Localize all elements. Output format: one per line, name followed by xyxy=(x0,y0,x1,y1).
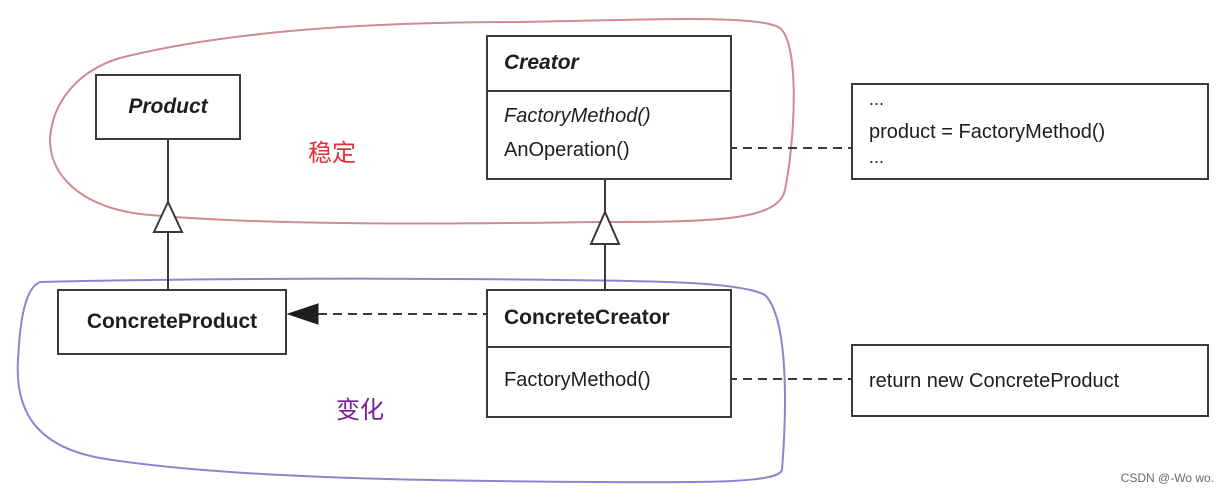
creator-op-anoperation: AnOperation() xyxy=(504,139,630,161)
creator-class-divider xyxy=(488,90,730,92)
product-class-name: Product xyxy=(128,95,208,118)
creator-class-name: Creator xyxy=(504,51,579,74)
concrete-product-class[interactable]: ConcreteProduct xyxy=(57,289,287,355)
concrete-creator-class[interactable]: ConcreteCreator FactoryMethod() xyxy=(486,289,732,418)
creator-op-factorymethod: FactoryMethod() xyxy=(504,105,651,127)
concrete-creator-note[interactable]: return new ConcreteProduct xyxy=(851,344,1209,417)
creator-class[interactable]: Creator FactoryMethod() AnOperation() xyxy=(486,35,732,180)
stable-zone-outline xyxy=(48,18,795,225)
concrete-product-class-name: ConcreteProduct xyxy=(86,310,258,333)
concrete-creator-op-factorymethod: FactoryMethod() xyxy=(504,369,651,391)
watermark: CSDN @-Wo wo. xyxy=(1120,471,1214,485)
concrete-creator-note-line-1: return new ConcreteProduct xyxy=(869,370,1120,392)
concrete-creator-class-divider xyxy=(488,346,730,348)
stable-zone-label: 稳定 xyxy=(308,139,356,167)
creator-note-line-2: product = FactoryMethod() xyxy=(869,121,1106,143)
product-class[interactable]: Product xyxy=(95,74,241,140)
dependency-arrowhead xyxy=(286,303,319,325)
creator-generalization-arrowhead xyxy=(589,209,621,245)
creator-note[interactable]: ... product = FactoryMethod() ... xyxy=(851,83,1209,180)
change-zone-outline xyxy=(16,277,786,484)
concrete-creator-class-name: ConcreteCreator xyxy=(504,306,670,329)
creator-note-line-3: ... xyxy=(869,147,885,167)
creator-note-line-1: ... xyxy=(869,89,885,109)
change-zone-label: 变化 xyxy=(336,396,384,424)
